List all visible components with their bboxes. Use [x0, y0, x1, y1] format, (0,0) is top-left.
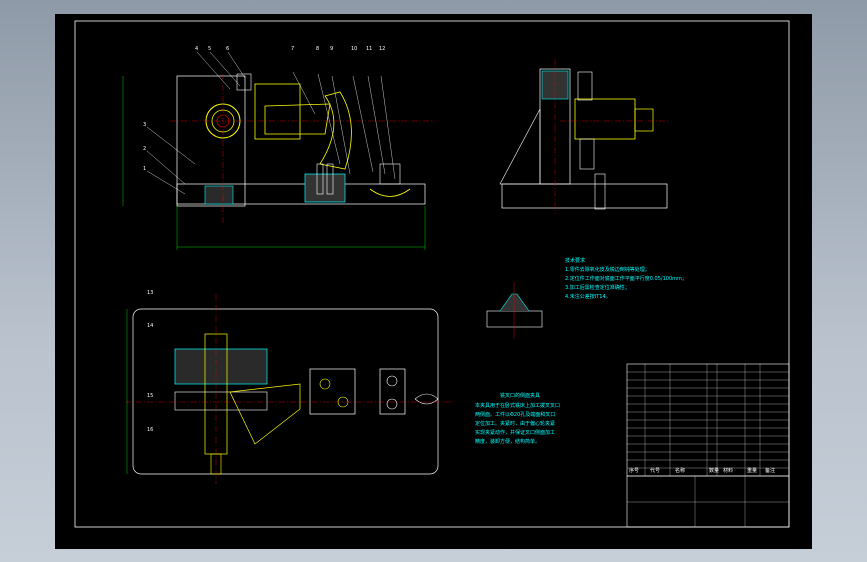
part-number-label: 9 — [330, 46, 333, 52]
side-view — [499, 59, 670, 214]
part-number-label: 5 — [208, 46, 211, 52]
part-number-label: 7 — [291, 46, 294, 52]
spec-line: 两侧面。工件以Φ20孔及端面和叉口 — [475, 411, 555, 418]
bom-header-cell: 序号 — [629, 467, 639, 474]
tech-requirement-line: 2.定位件工作面对底面工作平面平行度0.05/100mm； — [565, 275, 687, 282]
leader-lines — [146, 51, 396, 195]
part-number-label: 8 — [316, 46, 319, 52]
part-number-label: 13 — [147, 290, 153, 296]
front-view — [122, 73, 435, 250]
tech-requirement-line: 3.加工后需检查定位准确性； — [565, 284, 630, 291]
plan-view — [125, 294, 455, 484]
spec-line: 精度，装卸方便，结构简单。 — [475, 438, 540, 445]
section-detail — [486, 282, 543, 339]
part-number-label: 4 — [195, 46, 198, 52]
spec-line: 定位加工。夹紧时，由于偏心轮夹紧 — [475, 420, 555, 427]
part-number-label: 2 — [143, 146, 146, 152]
part-number-label: 14 — [147, 323, 153, 329]
part-number-label: 3 — [143, 122, 146, 128]
part-number-label: 6 — [226, 46, 229, 52]
bom-header-cell: 备注 — [765, 467, 775, 474]
cad-drawing: 4 5 6 7 8 9 10 11 12 3 2 1 13 14 15 16 技术要求 1.零件去除氧化皮… — [74, 20, 790, 528]
drawing-border — [74, 20, 790, 528]
bom-header-cell: 代号 — [650, 467, 660, 474]
part-number-label: 15 — [147, 393, 153, 399]
tech-requirement-line: 4.未注公差按IT14。 — [565, 293, 611, 300]
bom-header-cell: 数量 — [709, 467, 719, 474]
tech-requirement-line: 1.零件去除氧化皮及锐边倒钝等处理； — [565, 266, 650, 273]
part-number-label: 16 — [147, 427, 153, 433]
bom-header-cell: 名称 — [675, 467, 685, 474]
bom-header-cell: 重量 — [747, 467, 757, 474]
tech-title: 技术要求 — [565, 257, 585, 264]
bom-table — [626, 363, 790, 528]
spec-title: 铣叉口的侧面夹具 — [500, 392, 540, 399]
cad-viewport[interactable]: 4 5 6 7 8 9 10 11 12 3 2 1 13 14 15 16 技术要求 1.零件去除氧化皮… — [55, 14, 812, 549]
part-number-label: 11 — [366, 46, 372, 52]
spec-line: 本夹具用于在卧式铣床上加工拨叉叉口 — [475, 402, 560, 409]
part-number-label: 1 — [143, 166, 146, 172]
part-number-label: 10 — [351, 46, 357, 52]
bom-header-cell: 材料 — [723, 467, 733, 474]
part-number-label: 12 — [379, 46, 385, 52]
spec-line: 实现夹紧动作，并保证叉口侧面加工 — [475, 429, 555, 436]
